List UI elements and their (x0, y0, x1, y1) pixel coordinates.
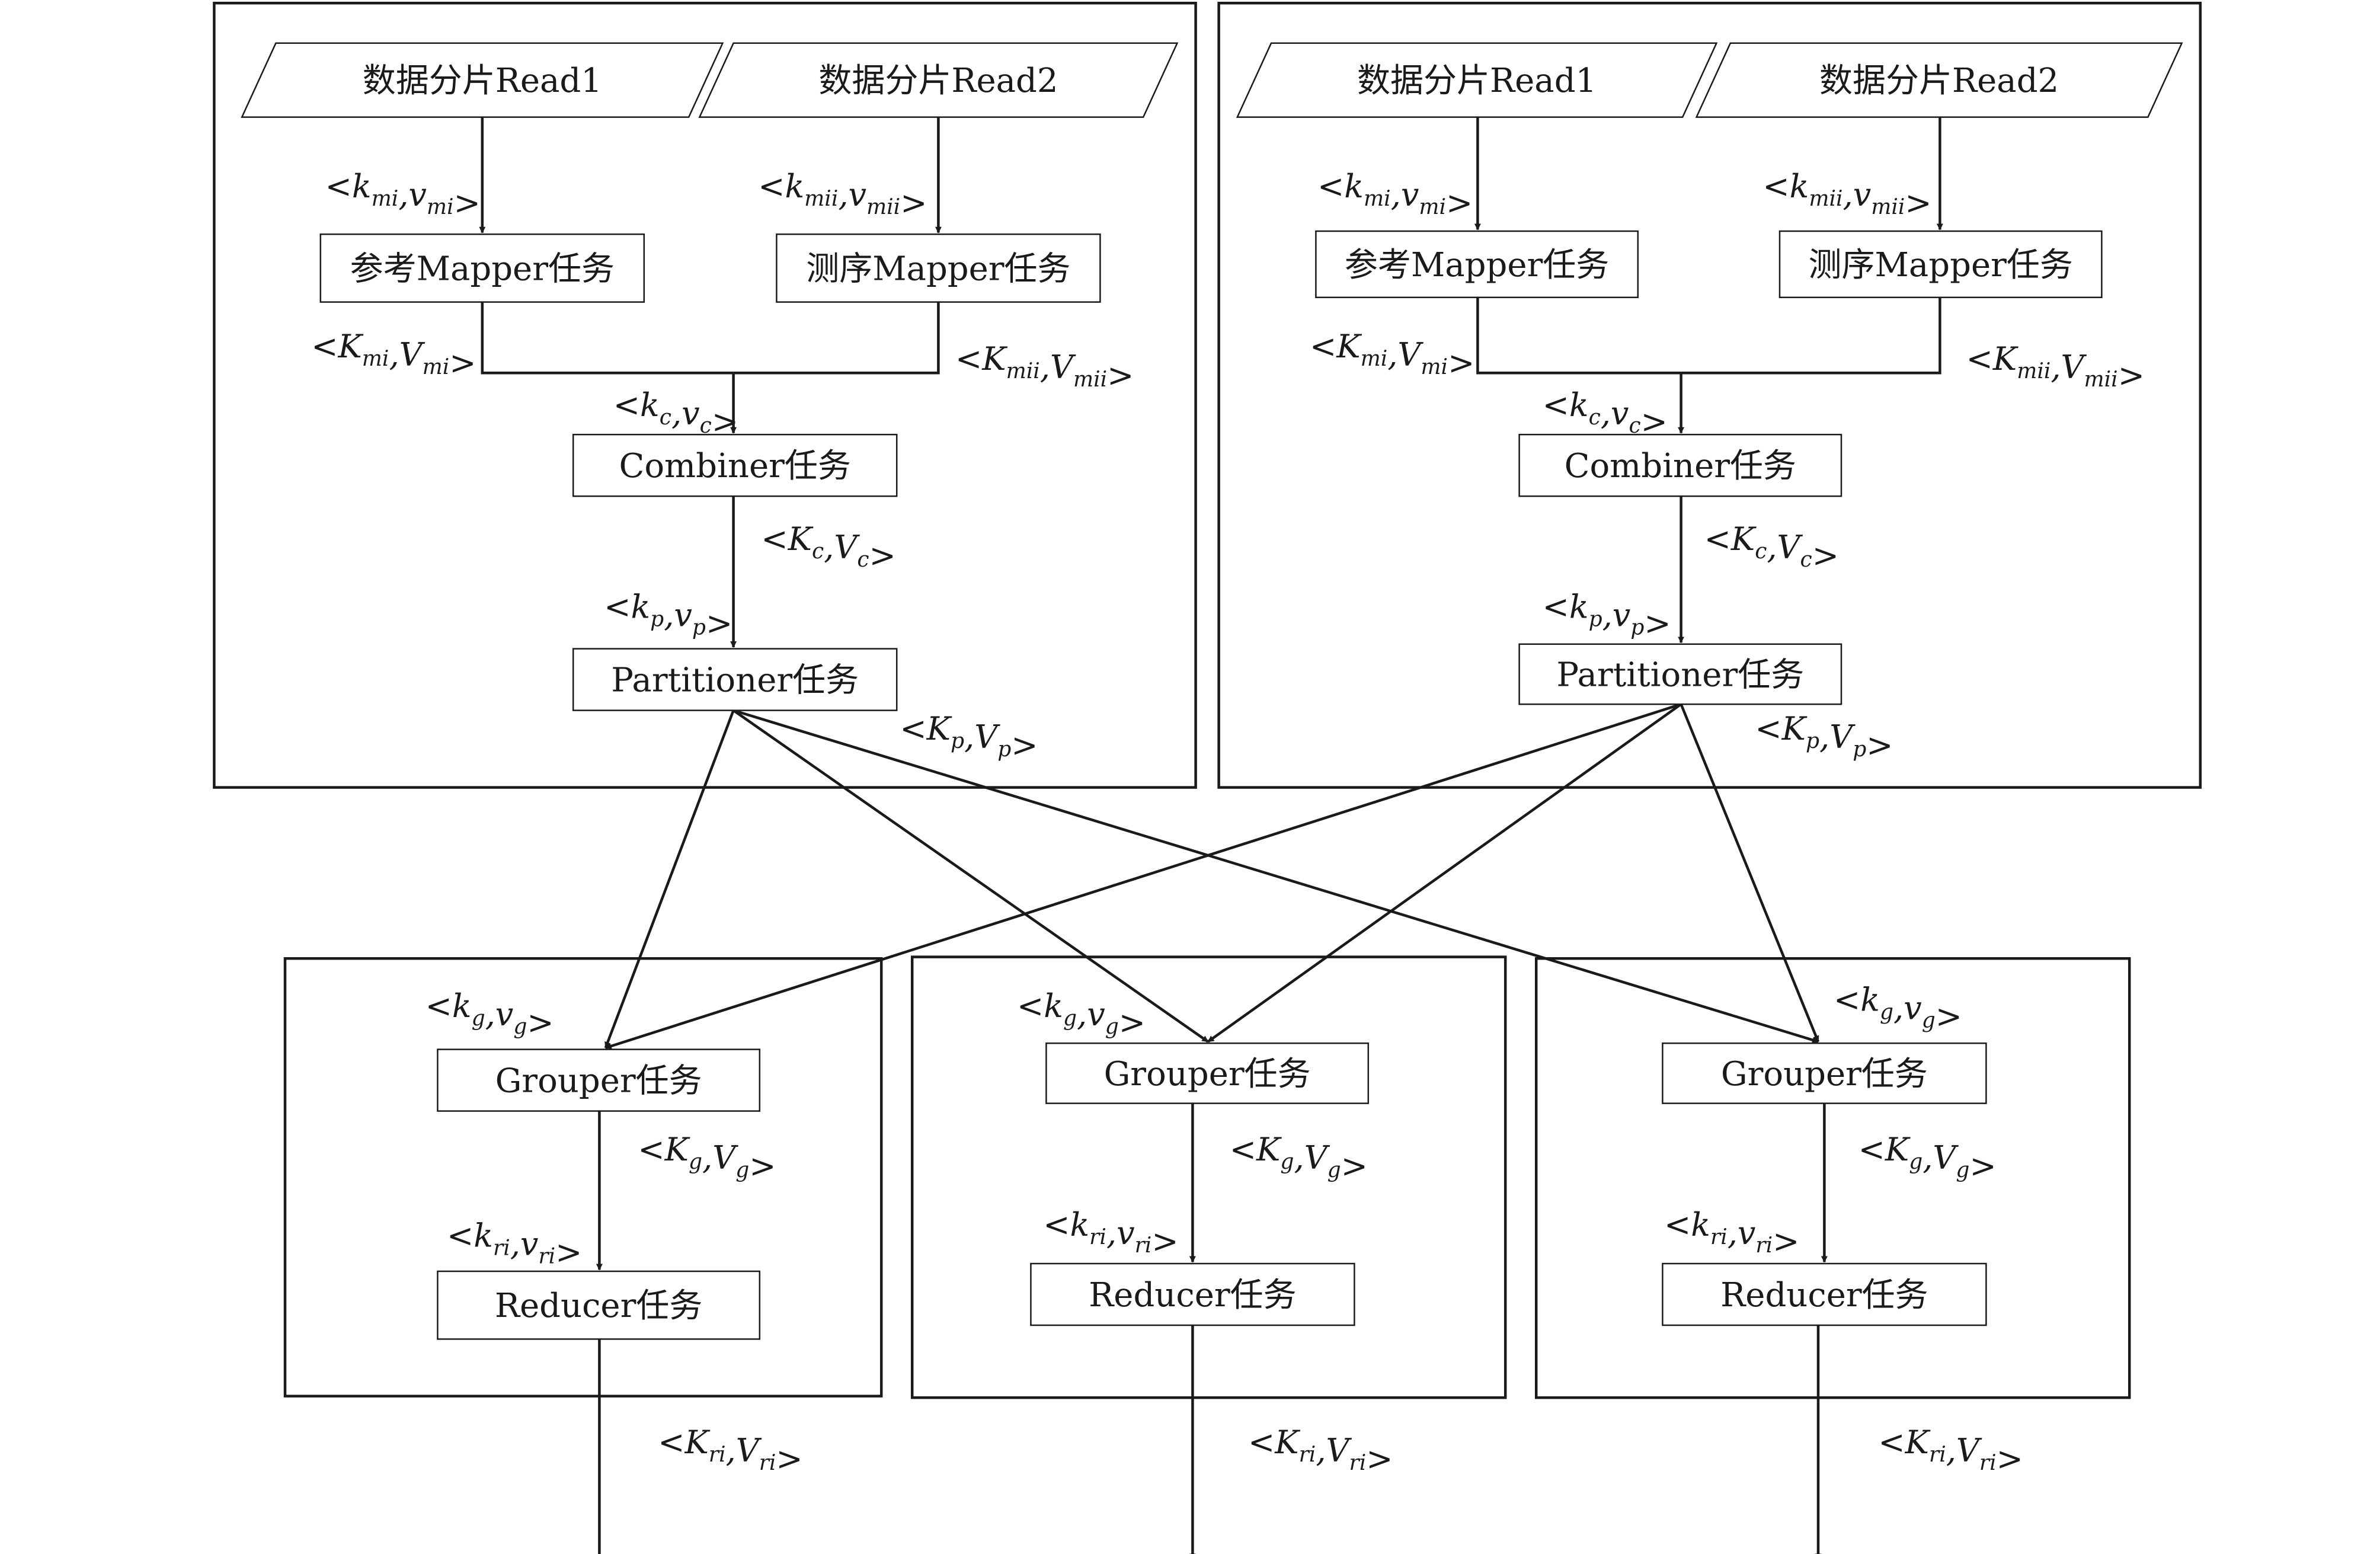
ref-mapper-right-label: 参考Mapper任务 (1345, 246, 1609, 284)
label-ri-in-2: <kri,vri> (1043, 1206, 1178, 1260)
label-ri-in-3: <kri,vri> (1664, 1206, 1799, 1260)
label-g-out-3: <Kg,Vg> (1858, 1131, 1997, 1185)
grouper-2 (1045, 1042, 1370, 1104)
reducer-2 (1030, 1262, 1355, 1326)
grouper-2-label: Grouper任务 (1104, 1055, 1311, 1093)
seq-mapper-left (776, 233, 1101, 303)
combiner-right (1518, 433, 1842, 497)
read1-right-label: 数据分片Read1 (1357, 62, 1597, 100)
label-g-out-1: <Kg,Vg> (638, 1131, 776, 1185)
nodes: 数据分片Read1 数据分片Read2 参考Mapper任务 测序Mapper任务 Co… (241, 42, 2183, 1340)
ref-mapper-left-label: 参考Mapper任务 (350, 250, 615, 288)
combiner-left-label: Combiner任务 (619, 447, 850, 485)
partitioner-left (572, 648, 898, 711)
combiner-left (572, 433, 898, 497)
read2-left (698, 42, 1179, 118)
read2-right-label: 数据分片Read2 (1819, 62, 2059, 100)
partitioner-right (1518, 643, 1842, 705)
edge-labels: <kmi,vmi> <kmii,vmii> <Kmi,Vmi> <Kmii,Vmii>… (311, 168, 2145, 1478)
edge-ref-mapper-merge-right (1476, 297, 1681, 375)
label-g-out-2: <Kg,Vg> (1230, 1131, 1368, 1185)
label-g-in-3: <kg,vg> (1834, 981, 1962, 1035)
seq-mapper-left-label: 测序Mapper任务 (806, 250, 1070, 288)
reducer-3-label: Reducer任务 (1720, 1276, 1928, 1315)
grouper-1-label: Grouper任务 (495, 1062, 702, 1101)
ref-mapper-left (319, 233, 645, 303)
label-p-out-left: <Kp,Vp> (900, 710, 1038, 764)
label-mi-out-left: <Kmi,Vmi> (311, 328, 476, 382)
reducer-2-label: Reducer任务 (1089, 1276, 1297, 1315)
label-c-in-right: <kc,vc> (1543, 386, 1668, 440)
label-p-out-right: <Kp,Vp> (1755, 710, 1893, 764)
edge-partitioner-right-to-grouper-3 (1680, 704, 1820, 1043)
label-mii-out-right: <Kmii,Vmii> (1966, 340, 2145, 394)
seq-mapper-right (1778, 230, 2103, 299)
combiner-right-label: Combiner任务 (1565, 447, 1796, 485)
label-mi-in-right: <kmi,vmi> (1317, 168, 1473, 222)
label-g-in-2: <kg,vg> (1017, 987, 1146, 1041)
read1-left (241, 42, 724, 118)
reducer-1 (437, 1270, 761, 1340)
label-c-in-left: <kc,vc> (613, 386, 738, 440)
edge-seq-mapper-merge-right (1681, 297, 1941, 375)
label-c-out-left: <Kc,Vc> (761, 520, 895, 574)
edge-partitioner-right-to-grouper-1 (604, 703, 1682, 1050)
partitioner-right-label: Partitioner任务 (1556, 656, 1804, 695)
label-ri-in-1: <kri,vri> (447, 1217, 582, 1271)
reducer-1-label: Reducer任务 (495, 1287, 703, 1325)
ref-mapper-right (1315, 230, 1639, 299)
label-mii-in-right: <kmii,vmii> (1762, 168, 1931, 222)
partitioner-left-label: Partitioner任务 (611, 661, 859, 700)
containers (213, 1, 2202, 1399)
label-c-out-right: <Kc,Vc> (1704, 520, 1839, 574)
map-container-2 (1217, 1, 2202, 789)
edge-partitioner-left-to-grouper-3 (732, 709, 1819, 1043)
label-mi-out-right: <Kmi,Vmi> (1310, 328, 1474, 382)
reduce-container-1 (283, 957, 883, 1398)
read2-left-label: 数据分片Read2 (818, 62, 1058, 100)
reducer-3 (1662, 1262, 1987, 1326)
reduce-container-3 (1534, 957, 2131, 1399)
label-mii-out-left: <Kmii,Vmii> (955, 340, 1134, 394)
label-g-in-1: <kg,vg> (426, 987, 554, 1041)
label-mi-in-left: <kmi,vmi> (325, 168, 481, 222)
reduce-container-2 (910, 955, 1507, 1399)
edges (479, 117, 1943, 1554)
seq-mapper-right-label: 测序Mapper任务 (1809, 246, 2073, 284)
read1-right (1236, 42, 1718, 118)
label-ri-out-3: <Kri,Vri> (1878, 1424, 2023, 1478)
edge-partitioner-right-to-grouper-2 (1207, 703, 1682, 1043)
edge-partitioner-left-to-grouper-1 (604, 709, 735, 1049)
map-container-1 (213, 1, 1197, 789)
read2-right (1695, 42, 2183, 118)
label-mii-in-left: <kmii,vmii> (758, 168, 927, 222)
label-p-in-left: <kp,vp> (604, 589, 732, 642)
edge-seq-mapper-merge-left (733, 302, 940, 375)
edge-partitioner-left-to-grouper-2 (732, 709, 1209, 1043)
edge-ref-mapper-merge-left (481, 302, 734, 375)
label-ri-out-2: <Kri,Vri> (1248, 1424, 1393, 1478)
grouper-3 (1662, 1042, 1987, 1104)
grouper-3-label: Grouper任务 (1721, 1055, 1928, 1093)
grouper-1 (437, 1048, 761, 1112)
label-p-in-right: <kp,vp> (1543, 589, 1671, 642)
label-ri-out-1: <Kri,Vri> (658, 1424, 802, 1478)
read1-left-label: 数据分片Read1 (363, 62, 602, 100)
